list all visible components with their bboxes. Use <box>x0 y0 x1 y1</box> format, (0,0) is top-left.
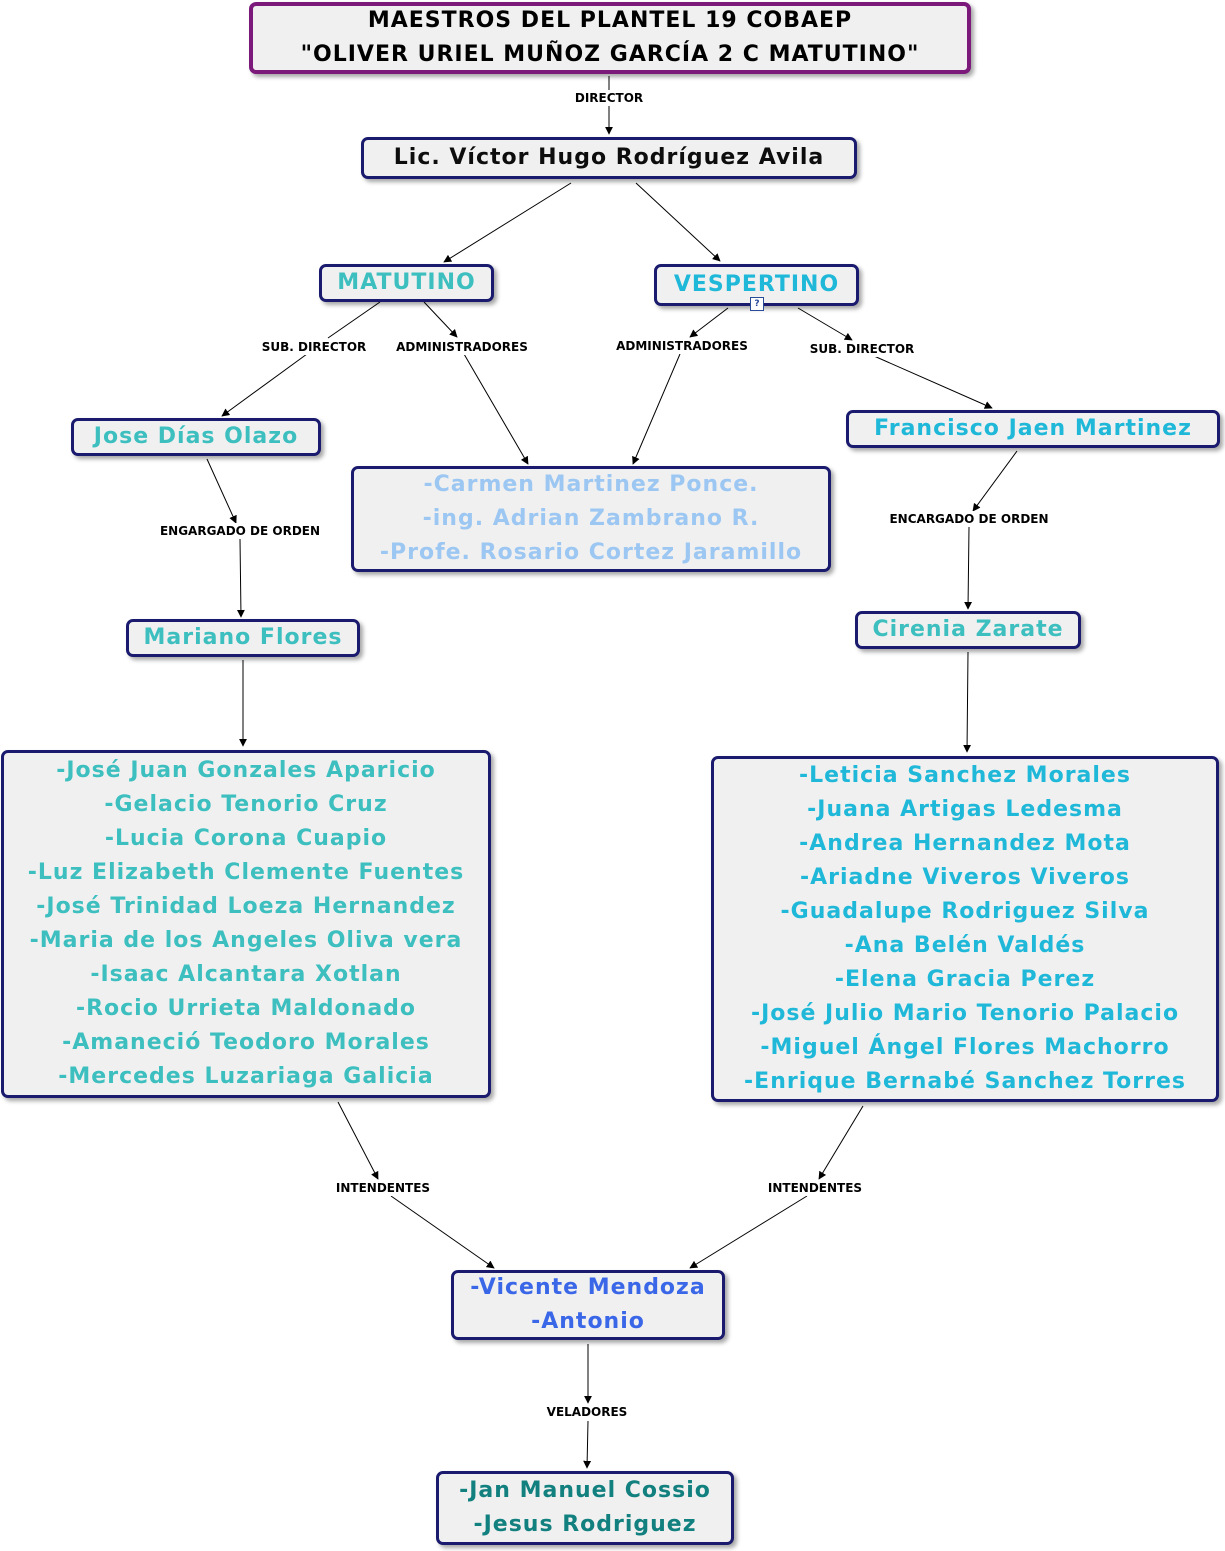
maestros-matutino-node[interactable]: -José Juan Gonzales Aparicio -Gelacio Te… <box>1 750 491 1098</box>
maestro-mat-2: -Gelacio Tenorio Cruz <box>104 792 388 817</box>
maestros-vespertino-node[interactable]: -Leticia Sanchez Morales -Juana Artigas … <box>711 756 1219 1102</box>
label-sub-director-vespertino: SUB. DIRECTOR <box>806 341 918 357</box>
label-sub-director-matutino: SUB. DIRECTOR <box>258 339 370 355</box>
admin-line-3: -Profe. Rosario Cortez Jaramillo <box>379 540 803 565</box>
label-administradores-vespertino: ADMINISTRADORES <box>613 338 751 354</box>
maestro-ves-5: -Guadalupe Rodriguez Silva <box>780 899 1150 924</box>
maestro-ves-8: -José Julio Mario Tenorio Palacio <box>750 1001 1180 1026</box>
maestro-mat-3: -Lucia Corona Cuapio <box>104 826 388 851</box>
intendente-1: -Vicente Mendoza <box>470 1275 706 1300</box>
vespertino-label: VESPERTINO <box>673 272 840 297</box>
velador-2: -Jesus Rodriguez <box>473 1512 697 1537</box>
maestro-ves-6: -Ana Belén Valdés <box>844 933 1086 958</box>
maestro-ves-10: -Enrique Bernabé Sanchez Torres <box>744 1069 1186 1094</box>
root-title-line-2: "OLIVER URIEL MUÑOZ GARCÍA 2 C MATUTINO" <box>300 42 920 67</box>
vespertino-node[interactable]: VESPERTINO <box>654 264 859 306</box>
maestro-mat-6: -Maria de los Angeles Oliva vera <box>29 928 463 953</box>
maestro-mat-7: -Isaac Alcantara Xotlan <box>90 962 402 987</box>
mariano-name: Mariano Flores <box>143 625 343 650</box>
admin-line-2: -ing. Adrian Zambrano R. <box>422 506 760 531</box>
jose-dias-name: Jose Días Olazo <box>93 424 299 449</box>
label-encargado-de-orden: ENCARGADO DE ORDEN <box>886 511 1052 527</box>
root-node[interactable]: MAESTROS DEL PLANTEL 19 COBAEP "OLIVER U… <box>249 2 971 74</box>
label-intendentes-vespertino: INTENDENTES <box>764 1180 866 1196</box>
link-francisco-to-orden-a <box>972 450 1018 512</box>
link-maestros-ves-to-intend-b <box>689 1195 808 1269</box>
maestro-ves-4: -Ariadne Viveros Viveros <box>799 865 1131 890</box>
maestro-mat-4: -Luz Elizabeth Clemente Fuentes <box>27 860 465 885</box>
matutino-node[interactable]: MATUTINO <box>319 264 494 302</box>
francisco-name: Francisco Jaen Martinez <box>874 416 1192 441</box>
link-jose-to-orden-b <box>236 538 245 618</box>
director-node[interactable]: Lic. Víctor Hugo Rodríguez Avila <box>361 137 857 179</box>
maestro-ves-2: -Juana Artigas Ledesma <box>807 797 1123 822</box>
cirenia-name: Cirenia Zarate <box>872 617 1064 642</box>
label-administradores-matutino: ADMINISTRADORES <box>393 339 531 355</box>
intendente-2: -Antonio <box>531 1309 645 1334</box>
link-vespertino-to-subdir-a <box>797 307 853 341</box>
link-vespertino-to-subdir-b <box>873 355 993 409</box>
linked-document-icon[interactable]: ? <box>750 297 764 311</box>
maestro-ves-7: -Elena Gracia Perez <box>834 967 1096 992</box>
maestro-ves-3: -Andrea Hernandez Mota <box>799 831 1131 856</box>
link-jose-to-orden-a <box>206 458 237 524</box>
link-maestros-mat-to-intend-a <box>337 1101 379 1180</box>
maestro-ves-9: -Miguel Ángel Flores Machorro <box>760 1035 1170 1060</box>
link-director-to-vespertino <box>635 182 721 262</box>
label-engargado-de-orden: ENGARGADO DE ORDEN <box>156 523 324 539</box>
link-maestros-mat-to-intend-b <box>390 1195 495 1269</box>
link-matutino-to-admin-b <box>463 353 529 465</box>
link-vespertino-to-admin-b <box>632 353 681 465</box>
label-intendentes-matutino: INTENDENTES <box>332 1180 434 1196</box>
maestro-mat-9: -Amaneció Teodoro Morales <box>62 1030 430 1055</box>
velador-1: -Jan Manuel Cossio <box>459 1478 711 1503</box>
admin-line-1: -Carmen Martinez Ponce. <box>423 472 759 497</box>
link-intend-to-veladores-b <box>583 1420 592 1469</box>
link-vespertino-to-admin-a <box>689 307 729 338</box>
francisco-node[interactable]: Francisco Jaen Martinez <box>846 410 1220 448</box>
link-matutino-to-subdir-a <box>327 301 381 339</box>
maestro-mat-10: -Mercedes Luzariaga Galicia <box>58 1064 434 1089</box>
administradores-node[interactable]: -Carmen Martinez Ponce. -ing. Adrian Zam… <box>351 466 831 572</box>
link-cirenia-to-maestros <box>963 651 972 753</box>
cirenia-node[interactable]: Cirenia Zarate <box>855 611 1081 649</box>
root-title-line-1: MAESTROS DEL PLANTEL 19 COBAEP <box>367 8 853 33</box>
veladores-node[interactable]: -Jan Manuel Cossio -Jesus Rodriguez <box>436 1471 734 1545</box>
maestro-mat-5: -José Trinidad Loeza Hernandez <box>36 894 456 919</box>
link-francisco-to-orden-b <box>964 526 973 610</box>
maestro-mat-8: -Rocio Urrieta Maldonado <box>75 996 417 1021</box>
jose-dias-node[interactable]: Jose Días Olazo <box>71 418 321 456</box>
link-matutino-to-admin-a <box>423 301 458 338</box>
label-veladores: VELADORES <box>543 1404 631 1420</box>
matutino-label: MATUTINO <box>337 270 476 295</box>
link-matutino-to-subdir-b <box>221 353 308 417</box>
label-director: DIRECTOR <box>571 90 647 106</box>
link-maestros-ves-to-intend-a <box>818 1105 864 1180</box>
maestro-mat-1: -José Juan Gonzales Aparicio <box>56 758 436 783</box>
mariano-node[interactable]: Mariano Flores <box>126 619 360 657</box>
director-name: Lic. Víctor Hugo Rodríguez Avila <box>393 145 825 170</box>
maestro-ves-1: -Leticia Sanchez Morales <box>799 763 1131 788</box>
intendentes-node[interactable]: -Vicente Mendoza -Antonio <box>451 1270 725 1340</box>
link-director-to-matutino <box>443 182 572 263</box>
